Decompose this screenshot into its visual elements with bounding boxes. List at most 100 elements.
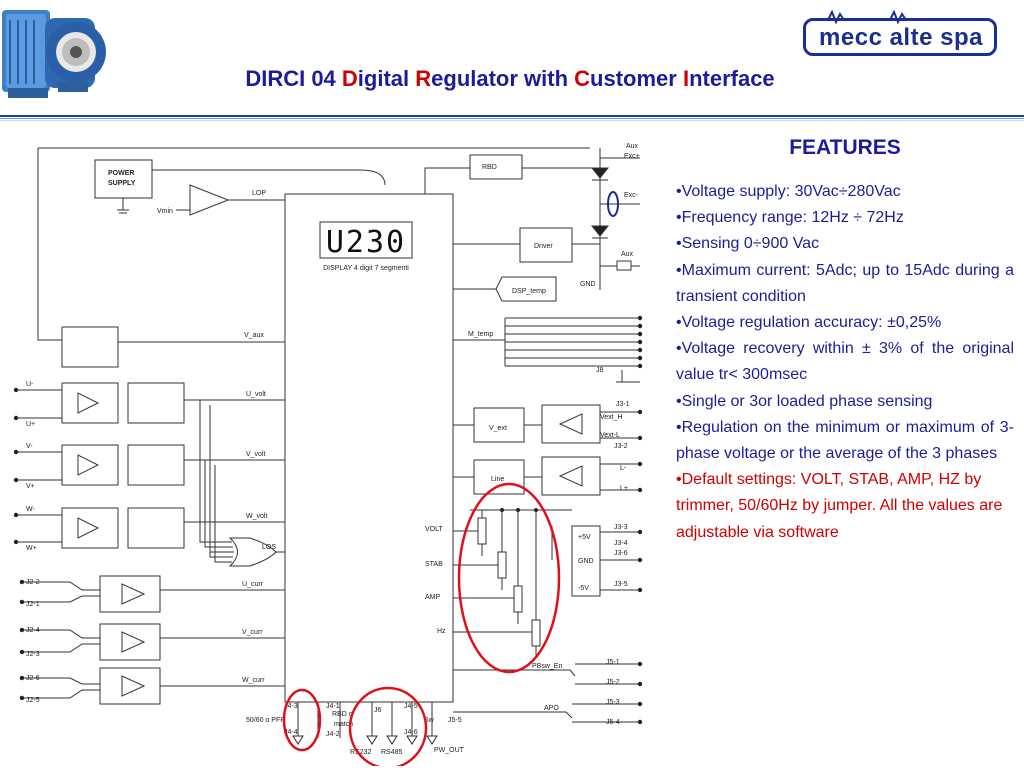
- v-ext-label: V_ext: [489, 425, 507, 432]
- minus5v-label: -5V: [578, 585, 589, 592]
- feature-item: Voltage supply: 30Vac÷280Vac: [676, 179, 1014, 205]
- l-minus-label: L-: [620, 465, 627, 472]
- j5-4-label: J5-4: [606, 719, 620, 726]
- j2-3-label: J2-3: [26, 651, 40, 658]
- j3-4-label: J3-4: [614, 540, 628, 547]
- j8-label: J8: [596, 367, 604, 374]
- jumper-highlight: [282, 688, 322, 752]
- title-part: nterface: [689, 66, 775, 91]
- aux-mid-label: Aux: [621, 251, 634, 258]
- trimmers-highlight: [457, 482, 561, 674]
- power-supply-label-1: POWER: [108, 170, 134, 177]
- company-logo: mecc alte spa: [819, 24, 983, 51]
- display-caption: DISPLAY 4 digit 7 segmenti: [323, 265, 409, 272]
- driver-label: Driver: [534, 243, 553, 250]
- title-part: igital: [357, 66, 416, 91]
- j2-4-label: J2-4: [26, 627, 40, 634]
- j6-label: J6: [374, 707, 382, 714]
- features-list: Voltage supply: 30Vac÷280VacFrequency ra…: [676, 179, 1014, 546]
- sw-label: Sw: [424, 717, 435, 724]
- m-temp-label: M_temp: [468, 331, 493, 338]
- stab-label: STAB: [425, 561, 443, 568]
- rbd-match-label-1: RBD o: [332, 711, 353, 718]
- title-part: I: [682, 66, 690, 91]
- j2-5-label: J2-5: [26, 697, 40, 704]
- rbd-match-label-2: match: [334, 721, 353, 728]
- plus5v-label: +5V: [578, 534, 591, 541]
- gnd-label: GND: [580, 281, 596, 288]
- feature-item: Voltage recovery within ± 3% of the orig…: [676, 336, 1014, 388]
- features-heading: FEATURES: [789, 136, 901, 159]
- alternator-image: [2, 10, 106, 98]
- rs485-label: RS485: [381, 749, 403, 756]
- feature-item: Sensing 0÷900 Vac: [676, 231, 1014, 257]
- j4-3-label: J4-3: [284, 703, 298, 710]
- v-aux-label: V_aux: [244, 332, 264, 339]
- pw-out-label: PW_OUT: [434, 747, 465, 754]
- block-diagram: U230 DISPLAY 4 digit 7 segmenti POWER SU…: [13, 143, 643, 766]
- rs232-label: RS232: [350, 749, 372, 756]
- j2-6-label: J2-6: [26, 675, 40, 682]
- hz-label: Hz: [437, 628, 446, 635]
- vmin-label: Vmin: [157, 208, 173, 215]
- title-part: D: [341, 66, 358, 91]
- serial-port-highlight: [348, 686, 428, 766]
- w-volt-label: W_volt: [246, 513, 267, 520]
- v-curr-label: V_curr: [242, 629, 263, 636]
- j4-4-label: J4-4: [284, 729, 298, 736]
- u-curr-label: U_curr: [242, 581, 264, 588]
- j5-3-label: J5-3: [606, 699, 620, 706]
- los-label: LOS: [262, 544, 276, 551]
- rbd-block-label: RBD: [482, 164, 497, 171]
- l-plus-label: L+: [620, 485, 628, 492]
- dsp-temp-label: DSP_temp: [512, 288, 546, 295]
- j3-5-label: J3-5: [614, 581, 628, 588]
- v-volt-label: V_volt: [246, 451, 266, 458]
- vext-l-label: Vext-L: [600, 432, 620, 439]
- amp-label: AMP: [425, 594, 441, 601]
- feature-item: Regulation on the minimum or maximum of …: [676, 415, 1014, 467]
- lop-label: LOP: [252, 190, 266, 197]
- 50-60-pfr-label: 50/60 o PFR: [246, 717, 285, 724]
- apo-label: APO: [544, 705, 559, 712]
- aux-top-label: Aux: [626, 143, 639, 150]
- feature-item: Voltage regulation accuracy: ±0,25%: [676, 310, 1014, 336]
- j3-6-label: J3-6: [614, 550, 628, 557]
- v-plus-label: V+: [26, 483, 35, 490]
- title-part: DIRCI 04: [245, 66, 342, 91]
- w-curr-label: W_curr: [242, 677, 265, 684]
- feature-item: Maximum current: 5Adc; up to 15Adc durin…: [676, 258, 1014, 310]
- u-minus-label: U-: [26, 381, 34, 388]
- gnd2-label: GND: [578, 558, 594, 565]
- j2-2-label: J2-2: [26, 579, 40, 586]
- j5-1-label: J5-1: [606, 659, 620, 666]
- j4-5-label: J4-5: [404, 703, 418, 710]
- j2-1-label: J2-1: [26, 601, 40, 608]
- j5-2-label: J5-2: [606, 679, 620, 686]
- title-divider: [0, 115, 1024, 121]
- j3-2-label: J3-2: [614, 443, 628, 450]
- pbsw-en-label: PBsw_En: [532, 663, 562, 670]
- slide-title: DIRCI 04 Digital Regulator with Customer…: [130, 66, 890, 92]
- w-minus-label: W-: [26, 506, 35, 513]
- logo-frame: [803, 18, 997, 56]
- v-minus-label: V-: [26, 443, 33, 450]
- title-part: C: [574, 66, 591, 91]
- u-volt-label: U_volt: [246, 391, 266, 398]
- feature-item: Single or 3or loaded phase sensing: [676, 389, 1014, 415]
- j4-1-label: J4-1: [326, 703, 340, 710]
- j4-6-label: J4-6: [404, 729, 418, 736]
- j5-5-label: J5-5: [448, 717, 462, 724]
- display-digits: U230: [326, 225, 406, 260]
- u-plus-label: U+: [26, 421, 35, 428]
- j3-1-label: J3-1: [616, 401, 630, 408]
- j4-2-label: J4-2: [326, 731, 340, 738]
- line-label: Line: [491, 476, 504, 483]
- w-plus-label: W+: [26, 545, 37, 552]
- exc-plus-label: Exc+: [624, 153, 640, 160]
- feature-item: Default settings: VOLT, STAB, AMP, HZ by…: [676, 467, 1014, 546]
- volt-label: VOLT: [425, 526, 443, 533]
- vext-h-label: Vext_H: [600, 414, 623, 421]
- title-part: egulator with: [431, 66, 575, 91]
- exc-minus-label: Exc-: [624, 192, 639, 199]
